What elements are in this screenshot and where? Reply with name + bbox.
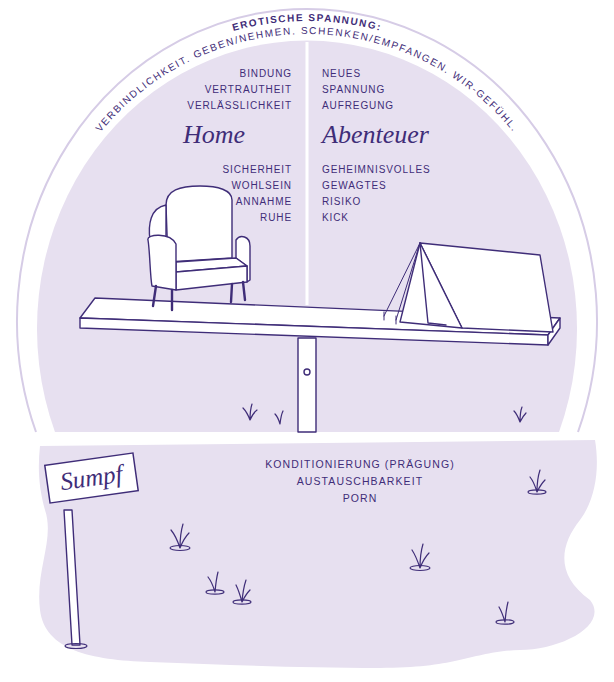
tent xyxy=(384,243,553,332)
chair-arm xyxy=(148,235,176,290)
keyword: AUSTAUSCHBARKEIT xyxy=(160,473,560,490)
reed-tuft xyxy=(233,580,251,604)
plank-end xyxy=(548,318,560,345)
chair-back xyxy=(166,186,232,262)
sign-post xyxy=(64,510,87,649)
keyword: BINDUNG xyxy=(183,66,292,82)
keyword: RISIKO xyxy=(322,194,431,210)
tent-front xyxy=(400,243,462,328)
armchair xyxy=(148,186,250,310)
keyword: SICHERHEIT xyxy=(183,162,292,178)
chair-legs xyxy=(153,282,245,310)
globe-shape: EROTISCHE SPANNUNG:VERBINDLICHKEIT. GEBE… xyxy=(0,0,614,440)
grass xyxy=(243,404,526,424)
reed-tuft xyxy=(410,544,430,571)
reed-tuft xyxy=(528,470,546,494)
tent-ropes xyxy=(384,243,420,324)
keyword: WOHLSEIN xyxy=(183,178,292,194)
keyword: ANNAHME xyxy=(183,194,292,210)
chair-arm xyxy=(236,237,250,282)
post xyxy=(64,510,80,645)
swamp-region: KONDITIONIERUNG (PRÄGUNG)AUSTAUSCHBARKEI… xyxy=(0,440,614,682)
globe-fill xyxy=(37,41,577,432)
plank-top xyxy=(80,298,560,335)
keyword: GEHEIMNISVOLLES xyxy=(322,162,431,178)
seesaw-post xyxy=(298,338,316,432)
plank-front xyxy=(80,318,548,345)
seesaw-bolt xyxy=(304,369,310,375)
reed-tuft xyxy=(170,524,190,551)
reed-tuft xyxy=(206,572,224,594)
section-heading: Home xyxy=(183,120,292,150)
tent-door xyxy=(420,243,446,325)
home-column: BINDUNGVERTRAUTHEITVERLÄSSLICHKEIT HomeSI… xyxy=(183,66,292,226)
water-ring xyxy=(65,644,87,649)
chair-seat-front xyxy=(176,266,247,290)
reeds xyxy=(170,470,546,624)
swamp-fill xyxy=(39,440,597,668)
seesaw xyxy=(80,298,560,432)
grass-tuft xyxy=(514,407,526,422)
swamp-text-column: KONDITIONIERUNG (PRÄGUNG)AUSTAUSCHBARKEI… xyxy=(160,456,560,507)
grass-tuft xyxy=(243,404,257,420)
reed-tuft xyxy=(496,602,514,624)
keyword: VERTRAUTHEIT xyxy=(183,82,292,98)
keyword: NEUES xyxy=(322,66,431,82)
keyword: KICK xyxy=(322,210,431,226)
globe-region: EROTISCHE SPANNUNG:VERBINDLICHKEIT. GEBE… xyxy=(0,0,614,440)
globe-outline xyxy=(17,9,597,432)
keyword: PORN xyxy=(160,490,560,507)
adventure-column: NEUESSPANNUNGAUFREGUNG AbenteuerGEHEIMNIS… xyxy=(322,66,431,226)
arc-text: VERBINDLICHKEIT. GEBEN/NEHMEN. SCHENKEN/… xyxy=(93,25,520,134)
chair-wing xyxy=(149,205,166,242)
keyword: AUFREGUNG xyxy=(322,98,431,114)
chair-seat xyxy=(176,258,247,272)
section-heading: Abenteuer xyxy=(322,120,431,150)
grass-tuft xyxy=(275,411,283,424)
divider xyxy=(306,42,309,305)
divider-line xyxy=(306,42,309,305)
keyword: GEWAGTES xyxy=(322,178,431,194)
keyword: RUHE xyxy=(183,210,292,226)
keyword: VERLÄSSLICHKEIT xyxy=(183,98,292,114)
keyword: SPANNUNG xyxy=(322,82,431,98)
keyword: KONDITIONIERUNG (PRÄGUNG) xyxy=(160,456,560,473)
tent-roof xyxy=(420,243,553,332)
